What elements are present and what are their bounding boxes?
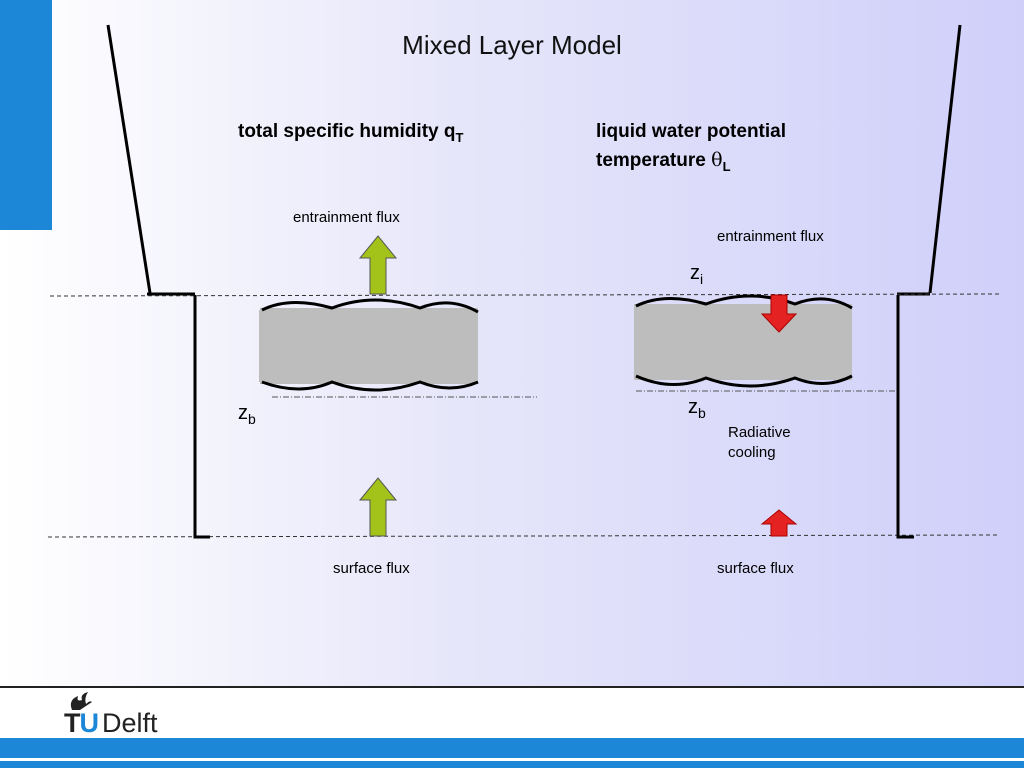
right-zb-label: zb: [688, 396, 706, 421]
right-heading: liquid water potential temperature θL: [596, 121, 787, 174]
right-entrainment-label: entrainment flux: [717, 228, 824, 245]
tu-delft-logo: TU Delft: [62, 690, 202, 738]
entrainment-up-arrow-icon: [358, 235, 398, 295]
left-layer-bracket: [193, 295, 210, 539]
left-heading: total specific humidity qT: [238, 121, 464, 145]
footer-blue-bar: [0, 738, 1024, 758]
logo-tu-text: TU: [64, 708, 99, 738]
footer-divider: [0, 686, 1024, 688]
surface-red-up-arrow-icon: [760, 509, 798, 537]
zi-label: zi: [690, 262, 704, 287]
right-profile-line: [928, 24, 962, 294]
footer-blue-strip: [0, 761, 1024, 768]
right-cloud: [634, 294, 853, 388]
left-surface-label: surface flux: [333, 560, 410, 577]
left-cloud: [259, 298, 479, 392]
corner-tab: [0, 0, 52, 230]
surface-up-arrow-icon: [358, 477, 398, 537]
left-zb-label: zb: [238, 402, 256, 427]
tu-delft-flame-icon: [70, 692, 92, 710]
entrainment-down-arrow-icon: [760, 294, 798, 333]
right-surface-label: surface flux: [717, 560, 794, 577]
inversion-line: [49, 293, 1003, 297]
logo-delft-text: Delft: [102, 708, 158, 738]
mixed-layer-diagram: [47, 24, 1003, 539]
surface-line: [47, 534, 1001, 538]
radiative-cooling-label: Radiative cooling: [728, 424, 791, 461]
left-entrainment-label: entrainment flux: [293, 209, 400, 226]
left-profile-line: [106, 24, 152, 294]
slide-title: Mixed Layer Model: [402, 30, 622, 60]
right-layer-bracket: [896, 295, 914, 539]
slide-background: [0, 0, 1024, 686]
